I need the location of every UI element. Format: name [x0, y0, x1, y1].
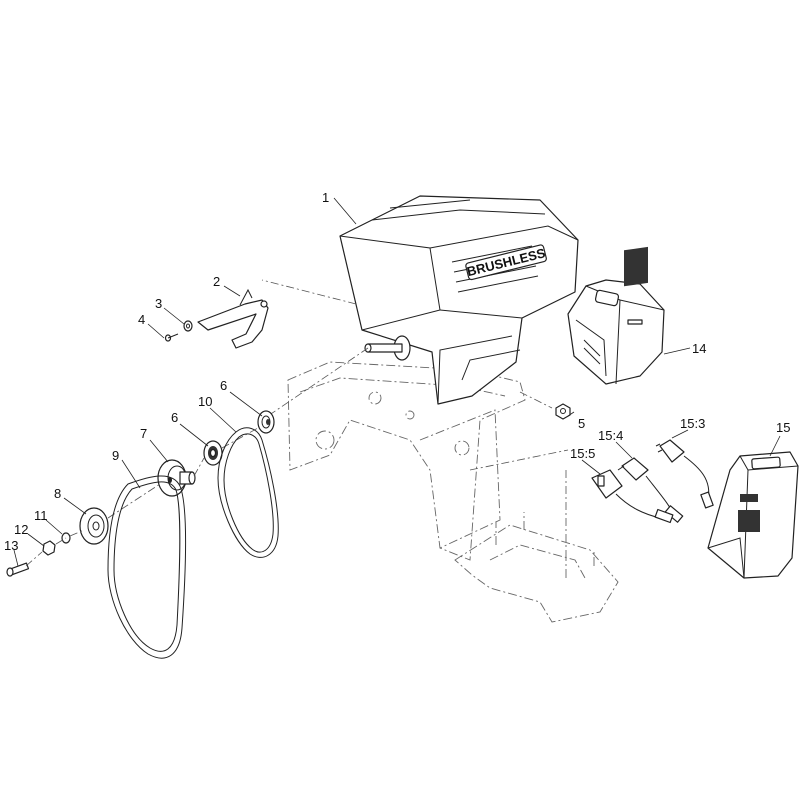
washer-3 — [183, 320, 193, 332]
battery-pack — [567, 246, 665, 385]
callout-7: 7 — [140, 426, 147, 441]
callout-8: 8 — [54, 486, 61, 501]
callout-labels: 1 2 3 4 5 6 6 7 8 9 10 11 12 13 14 15 15… — [4, 190, 790, 553]
callout-15-5: 15:5 — [570, 446, 595, 461]
belt-guard-bracket — [197, 288, 269, 349]
motor-assembly: BRUSHLESS — [261, 195, 579, 421]
callout-15: 15 — [776, 420, 790, 435]
nut-5 — [519, 391, 571, 420]
base-plate — [454, 449, 619, 623]
callout-5: 5 — [578, 416, 585, 431]
callout-10: 10 — [198, 394, 212, 409]
power-cord-15-4 — [617, 457, 684, 523]
bolt-13 — [6, 562, 30, 577]
drive-belt-10 — [217, 427, 279, 558]
drive-belt-9 — [107, 475, 186, 659]
power-cord-15-5 — [591, 469, 674, 524]
callout-9: 9 — [112, 448, 119, 463]
callout-15-3: 15:3 — [680, 416, 705, 431]
power-cord-15-3 — [655, 439, 714, 509]
callout-6-upper: 6 — [220, 378, 227, 393]
pulley-6-upper — [257, 410, 275, 434]
callout-1: 1 — [322, 190, 329, 205]
pulley-8 — [79, 507, 109, 545]
nut-12 — [42, 540, 56, 556]
callout-3: 3 — [155, 296, 162, 311]
leader-lines — [13, 197, 781, 567]
callout-4: 4 — [138, 312, 145, 327]
callout-6-lower: 6 — [171, 410, 178, 425]
callout-14: 14 — [692, 341, 706, 356]
callout-15-4: 15:4 — [598, 428, 623, 443]
callout-11: 11 — [34, 508, 48, 523]
pulley-6-lower — [203, 440, 223, 466]
screw-4 — [164, 333, 179, 342]
callout-12: 12 — [14, 522, 28, 537]
callout-2: 2 — [213, 274, 220, 289]
motor-shaft — [364, 335, 411, 361]
chassis-frame — [287, 361, 526, 561]
battery-charger — [707, 451, 799, 579]
callout-13: 13 — [4, 538, 18, 553]
